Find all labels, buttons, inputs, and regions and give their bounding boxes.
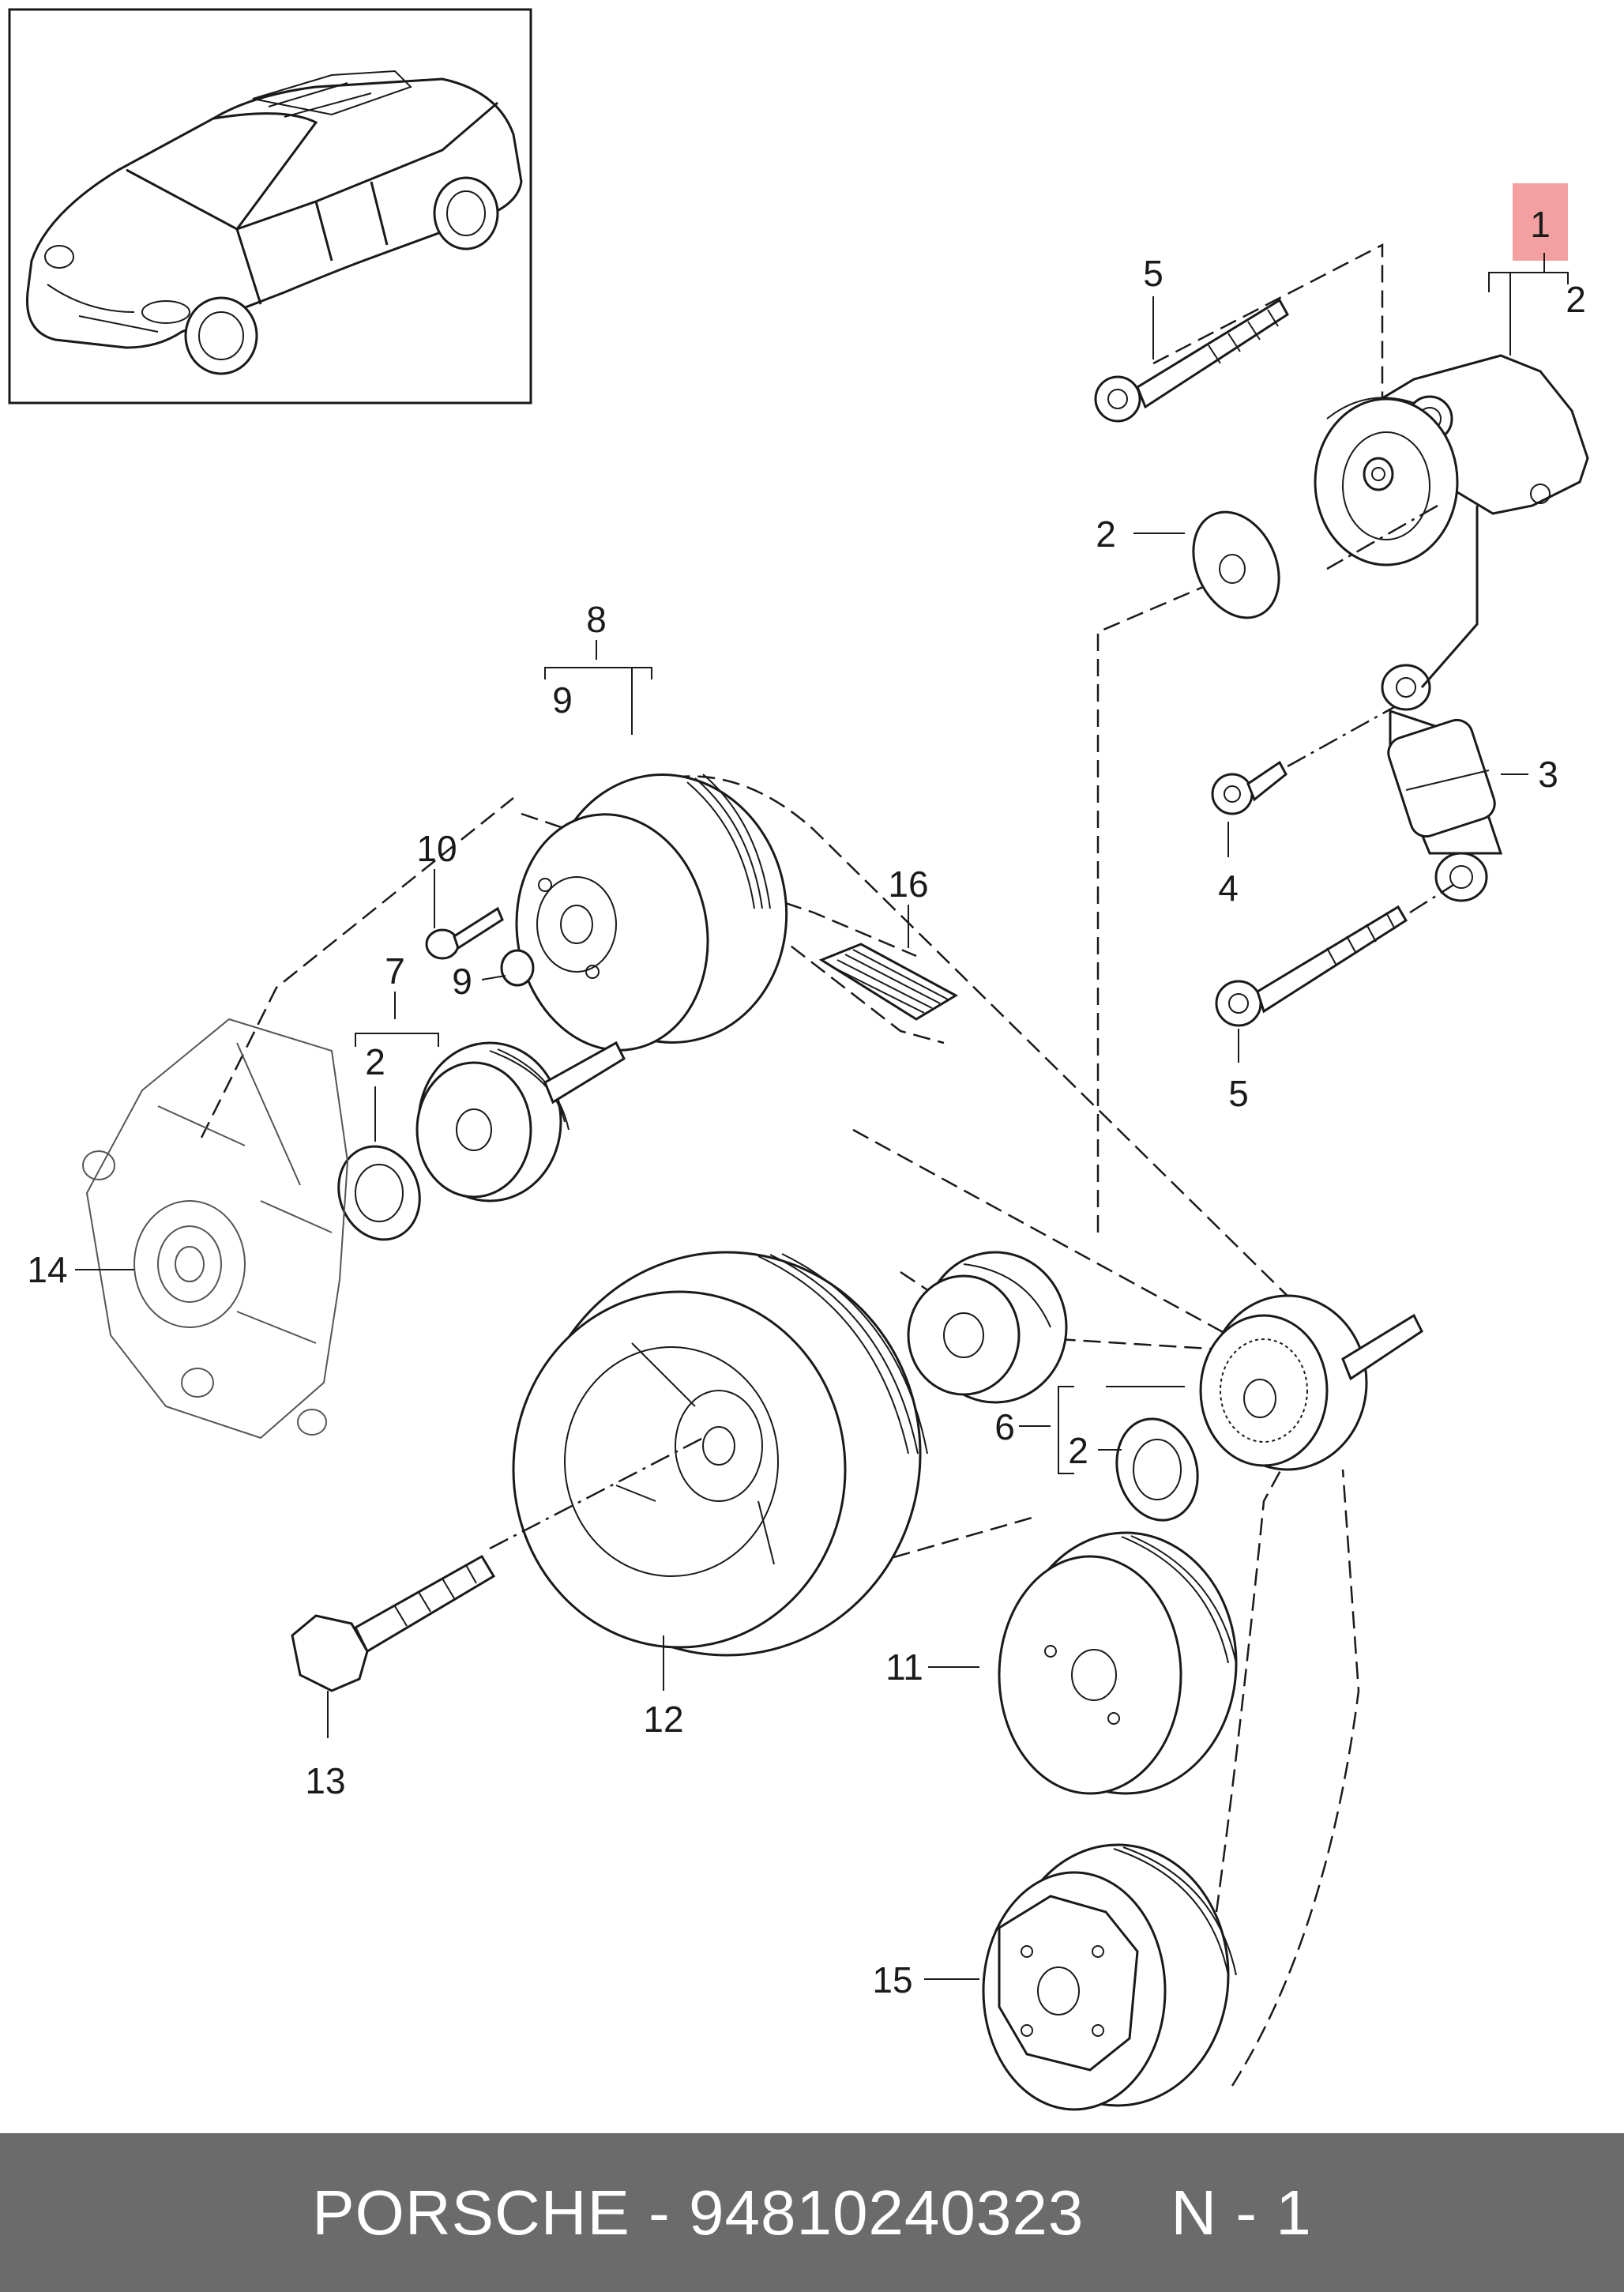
callout-11: 11 <box>885 1647 923 1688</box>
callout-2-tensioner: 2 <box>1566 279 1586 320</box>
callout-3: 3 <box>1538 754 1558 795</box>
callout-labels: 1 2 5 2 3 4 5 8 9 16 10 9 7 2 14 6 2 11 … <box>27 204 1585 2000</box>
bolt-5-bottom <box>1215 883 1454 1027</box>
tensioner-damper <box>1381 506 1503 902</box>
callout-8: 8 <box>586 599 607 640</box>
callout-6: 6 <box>994 1406 1015 1447</box>
callout-9-cap: 9 <box>452 961 472 1002</box>
callout-2-cover: 2 <box>1096 514 1116 555</box>
bolt-10 <box>425 906 504 960</box>
idler-pulley-center <box>907 1251 1068 1404</box>
pulley-11 <box>998 1531 1238 1795</box>
leader-lines <box>75 253 1569 1980</box>
callout-9-bracket: 9 <box>552 679 573 721</box>
idler-pulley-6 <box>1115 1294 1423 1522</box>
cover-plate-2-top <box>1192 510 1280 619</box>
callout-13: 13 <box>305 1760 345 1801</box>
belt-tensioner <box>1314 354 1589 570</box>
callout-2-idler: 2 <box>365 1041 385 1082</box>
callout-14: 14 <box>27 1249 67 1290</box>
separator: - <box>648 2177 671 2248</box>
callout-5-top: 5 <box>1143 253 1163 294</box>
cap-9 <box>500 949 535 987</box>
vehicle-inset <box>8 8 532 405</box>
bolt-5-top <box>1094 298 1289 423</box>
callout-15: 15 <box>872 1959 912 2000</box>
bolt-13 <box>291 1554 496 1692</box>
callout-4: 4 <box>1218 867 1239 909</box>
position-code: N - 1 <box>1171 2177 1312 2248</box>
callout-10: 10 <box>416 828 457 869</box>
crank-pulley-12 <box>489 1251 928 1657</box>
belt-16 <box>818 943 959 1021</box>
pulley-15 <box>982 1843 1237 2111</box>
highlight-marker <box>1513 183 1568 261</box>
brand-label: PORSCHE <box>312 2177 630 2248</box>
pulley-8 <box>515 773 788 1052</box>
car-icon <box>25 70 523 375</box>
parts-diagram: .ln { stroke: #1a1a1a; stroke-width: 3; … <box>8 8 1589 2111</box>
callout-16: 16 <box>888 864 928 905</box>
callout-7: 7 <box>385 950 405 992</box>
alternator-14 <box>82 1018 349 1440</box>
callout-1: 1 <box>1530 204 1551 245</box>
callout-5-bottom: 5 <box>1228 1073 1249 1114</box>
callout-12: 12 <box>643 1699 683 1740</box>
idler-pulley-7 <box>337 1041 626 1241</box>
part-number: 94810240323 <box>688 2177 1085 2248</box>
bolt-4 <box>1211 706 1395 815</box>
callout-2-lower: 2 <box>1068 1430 1088 1471</box>
footer-bar: PORSCHE - 94810240323 N - 1 <box>0 2133 1624 2292</box>
